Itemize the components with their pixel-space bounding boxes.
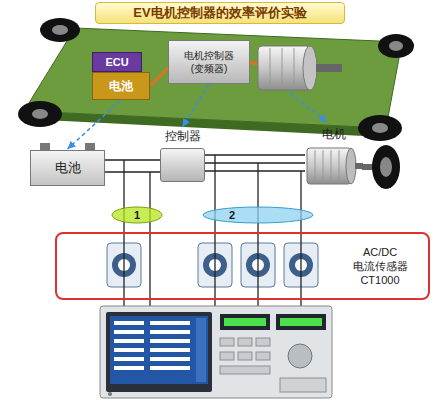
wheel bbox=[372, 145, 400, 189]
measure-point-ellipse: 2 bbox=[203, 207, 313, 223]
battery-terminal bbox=[85, 143, 95, 150]
controller-box bbox=[160, 148, 205, 182]
screen-row bbox=[114, 357, 144, 361]
motor-rib bbox=[294, 48, 295, 88]
digital-display bbox=[220, 314, 270, 330]
knob bbox=[288, 344, 312, 368]
battery-box: 电池 bbox=[30, 150, 105, 186]
wheel bbox=[40, 18, 80, 42]
motor-rib bbox=[323, 150, 324, 182]
ellipse-shape bbox=[203, 207, 313, 223]
digital-display bbox=[276, 314, 326, 330]
screen-row bbox=[150, 339, 190, 343]
node-label: 2 bbox=[229, 208, 235, 222]
motor-shaft bbox=[355, 163, 363, 169]
analyzer-body bbox=[100, 306, 332, 398]
wire bbox=[105, 171, 160, 172]
wheel-hub bbox=[32, 109, 48, 119]
motor-rib bbox=[331, 150, 332, 182]
current-sensor bbox=[107, 243, 318, 287]
screen-row bbox=[150, 366, 190, 370]
button bbox=[256, 338, 270, 346]
power-switch bbox=[108, 392, 112, 396]
wire bbox=[300, 171, 301, 306]
battery-terminal bbox=[40, 143, 50, 150]
motor-drawing bbox=[305, 144, 363, 188]
battery-box: 电池 bbox=[92, 72, 150, 100]
wire bbox=[105, 155, 305, 306]
power-cable bbox=[150, 68, 168, 86]
node-label: 电池 bbox=[55, 159, 81, 177]
wire bbox=[205, 162, 305, 163]
button bbox=[220, 338, 234, 346]
screen-row bbox=[114, 330, 144, 334]
display-digits bbox=[224, 318, 266, 326]
wheel-hub bbox=[372, 123, 388, 133]
button bbox=[238, 338, 252, 346]
screen-row bbox=[114, 321, 144, 325]
title-text: EV电机控制器的效率评价实验 bbox=[133, 4, 306, 22]
motor-end bbox=[346, 148, 356, 184]
wire bbox=[257, 163, 258, 306]
screen-row bbox=[150, 321, 190, 325]
node-heading: 电机 bbox=[322, 126, 346, 142]
motor-rib bbox=[270, 48, 271, 88]
wire bbox=[105, 159, 160, 160]
dashed-arrow bbox=[290, 93, 327, 122]
controller-node: 控制器 bbox=[160, 128, 205, 182]
button bbox=[220, 352, 234, 360]
wheel bbox=[358, 115, 402, 141]
screen-row bbox=[150, 330, 190, 334]
wheel-hub bbox=[389, 41, 403, 51]
screen-row bbox=[114, 366, 144, 370]
wire bbox=[205, 154, 305, 155]
power-analyzer bbox=[100, 306, 332, 398]
ecu-box: ECU bbox=[92, 52, 142, 72]
node-label: 电池 bbox=[109, 78, 133, 95]
button bbox=[238, 352, 252, 360]
wheel-hub bbox=[52, 25, 68, 35]
wire bbox=[205, 170, 305, 171]
node-heading: 控制器 bbox=[165, 128, 201, 144]
controller-box: 电机控制器 (变频器) bbox=[168, 40, 250, 84]
button bbox=[256, 352, 270, 360]
motor-node: 电机 bbox=[305, 126, 363, 188]
motor-rib bbox=[339, 150, 340, 182]
node-label: 1 bbox=[134, 208, 140, 222]
measure-point-ellipse: 1 bbox=[112, 207, 162, 223]
ellipse-shape bbox=[112, 207, 162, 223]
title-banner: EV电机控制器的效率评价实验 bbox=[95, 2, 345, 24]
motor-shaft bbox=[316, 64, 342, 72]
node-label: AC/DC 电流传感器 CT1000 bbox=[338, 245, 422, 287]
screen-row bbox=[150, 357, 190, 361]
ellipse-outline bbox=[203, 207, 313, 223]
wire bbox=[214, 155, 215, 306]
car-motor bbox=[258, 46, 310, 90]
screen-row bbox=[150, 348, 190, 352]
screen-bezel bbox=[106, 312, 212, 392]
motor-body bbox=[307, 148, 351, 184]
node-label: ECU bbox=[105, 56, 128, 68]
motor-end bbox=[303, 46, 317, 90]
wheel-hub bbox=[380, 157, 392, 177]
motor-rib bbox=[315, 150, 316, 182]
dashed-arrow bbox=[68, 100, 122, 149]
wire bbox=[149, 172, 150, 306]
printer-slot bbox=[280, 378, 326, 392]
wheel bbox=[18, 101, 62, 127]
motor-rib bbox=[282, 48, 283, 88]
node-label: 电机控制器 (变频器) bbox=[172, 49, 246, 75]
dashed-arrow bbox=[183, 84, 210, 127]
screen-side bbox=[196, 318, 206, 382]
screen-row bbox=[114, 348, 144, 352]
wheel bbox=[378, 34, 414, 58]
sensor-group-box: AC/DC 电流传感器 CT1000 bbox=[55, 232, 430, 300]
screen-row bbox=[114, 339, 144, 343]
display-digits bbox=[280, 318, 322, 326]
car-chassis bbox=[24, 28, 402, 128]
button bbox=[220, 366, 270, 374]
screen bbox=[110, 316, 208, 384]
